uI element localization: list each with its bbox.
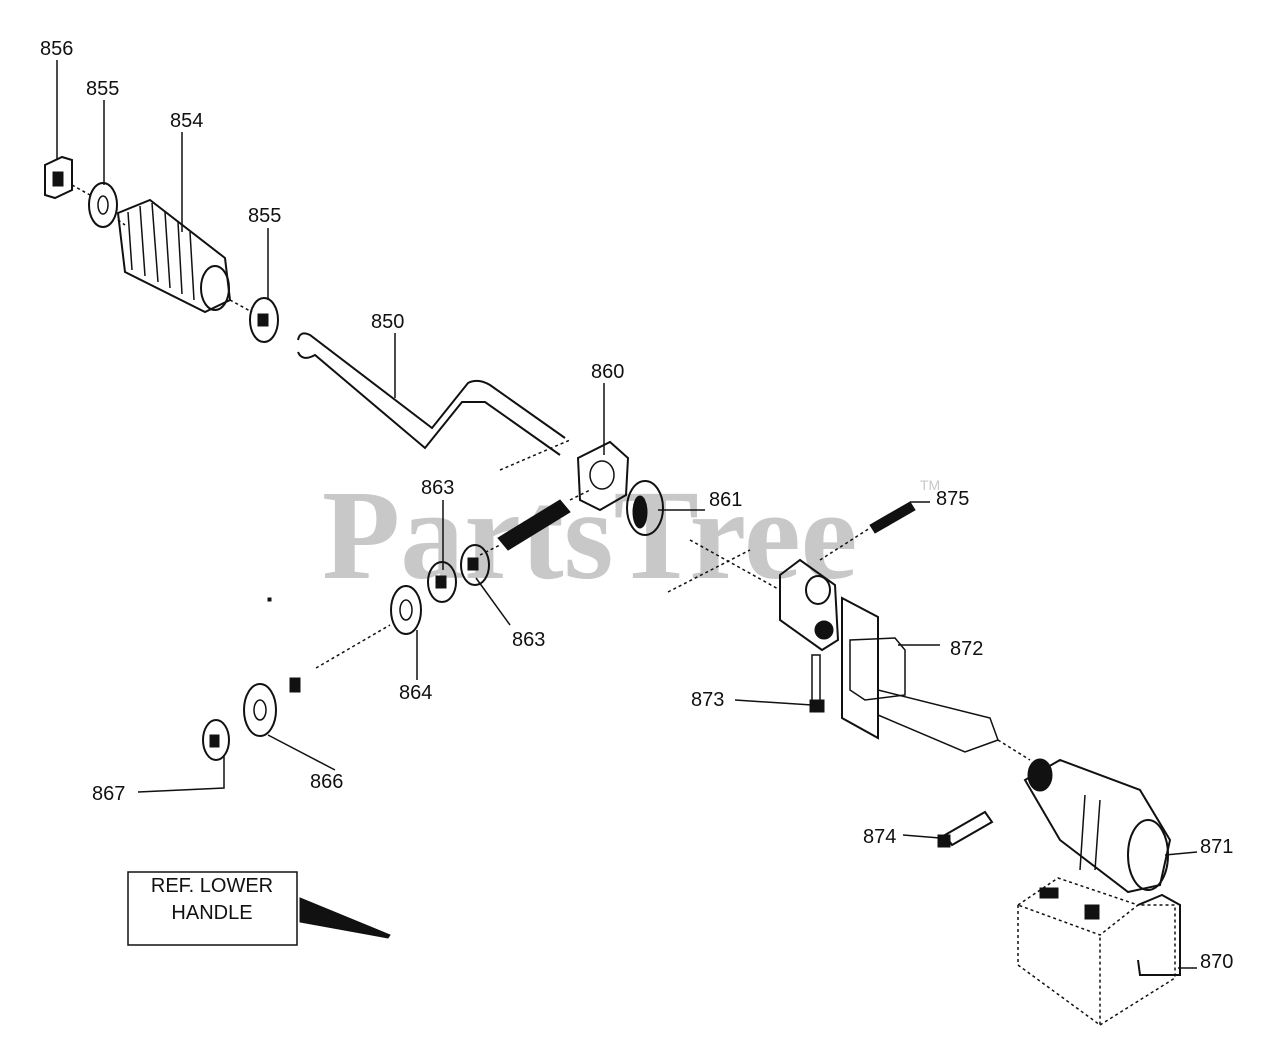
callout-860: 860: [591, 361, 624, 383]
reference-arrow: [299, 897, 391, 939]
threaded-shaft: [479, 489, 591, 556]
leader-871: [1164, 851, 1198, 856]
part-863-nut-a: [427, 561, 457, 603]
leader-863b: [475, 577, 511, 626]
part-854-spring: [116, 198, 232, 314]
callout-850: 850: [371, 311, 404, 333]
clamp-body: [779, 558, 840, 652]
part-867-nut: [202, 719, 230, 761]
leader-873: [734, 699, 813, 706]
callout-866: 866: [310, 771, 343, 793]
part-873-pin: [809, 654, 825, 713]
leader-866: [267, 734, 336, 771]
callout-867: 867: [92, 783, 125, 805]
callout-874: 874: [863, 826, 896, 848]
callout-870: 870: [1200, 951, 1233, 973]
callout-872: 872: [950, 638, 983, 660]
part-870-housing: [1016, 877, 1181, 1027]
part-872-plate: [841, 596, 999, 753]
callout-875: 875: [936, 488, 969, 510]
part-855-washer-lower: [249, 297, 279, 343]
callout-871: 871: [1200, 836, 1233, 858]
part-874-bolt: [937, 810, 994, 848]
part-864-washer: [390, 585, 422, 635]
reference-line-2: HANDLE: [171, 902, 252, 924]
callout-861: 861: [709, 489, 742, 511]
callout-863-lower: 863: [512, 629, 545, 651]
leader-867: [137, 755, 225, 793]
callout-855-lower: 855: [248, 205, 281, 227]
part-871-motor: [1023, 758, 1172, 894]
callout-863-upper: 863: [421, 477, 454, 499]
part-875-bolt: [819, 501, 916, 561]
callout-873: 873: [691, 689, 724, 711]
part-866-washer: [243, 683, 277, 737]
callout-856: 856: [40, 38, 73, 60]
leader-874: [902, 834, 941, 839]
part-850-rod: [297, 332, 571, 471]
reference-line-1: REF. LOWER: [151, 875, 273, 897]
part-856-nut: [44, 155, 73, 200]
part-860-bracket: [576, 440, 630, 512]
part-863-nut-b: [460, 544, 490, 586]
watermark-trademark: TM: [920, 477, 940, 493]
reference-box: REF. LOWER HANDLE: [127, 871, 298, 946]
callout-864: 864: [399, 682, 432, 704]
callout-855-upper: 855: [86, 78, 119, 100]
callout-854: 854: [170, 110, 203, 132]
part-861-knob: [626, 480, 664, 536]
part-855-washer-upper: [88, 182, 118, 228]
watermark-text: PartsTree: [322, 464, 857, 606]
